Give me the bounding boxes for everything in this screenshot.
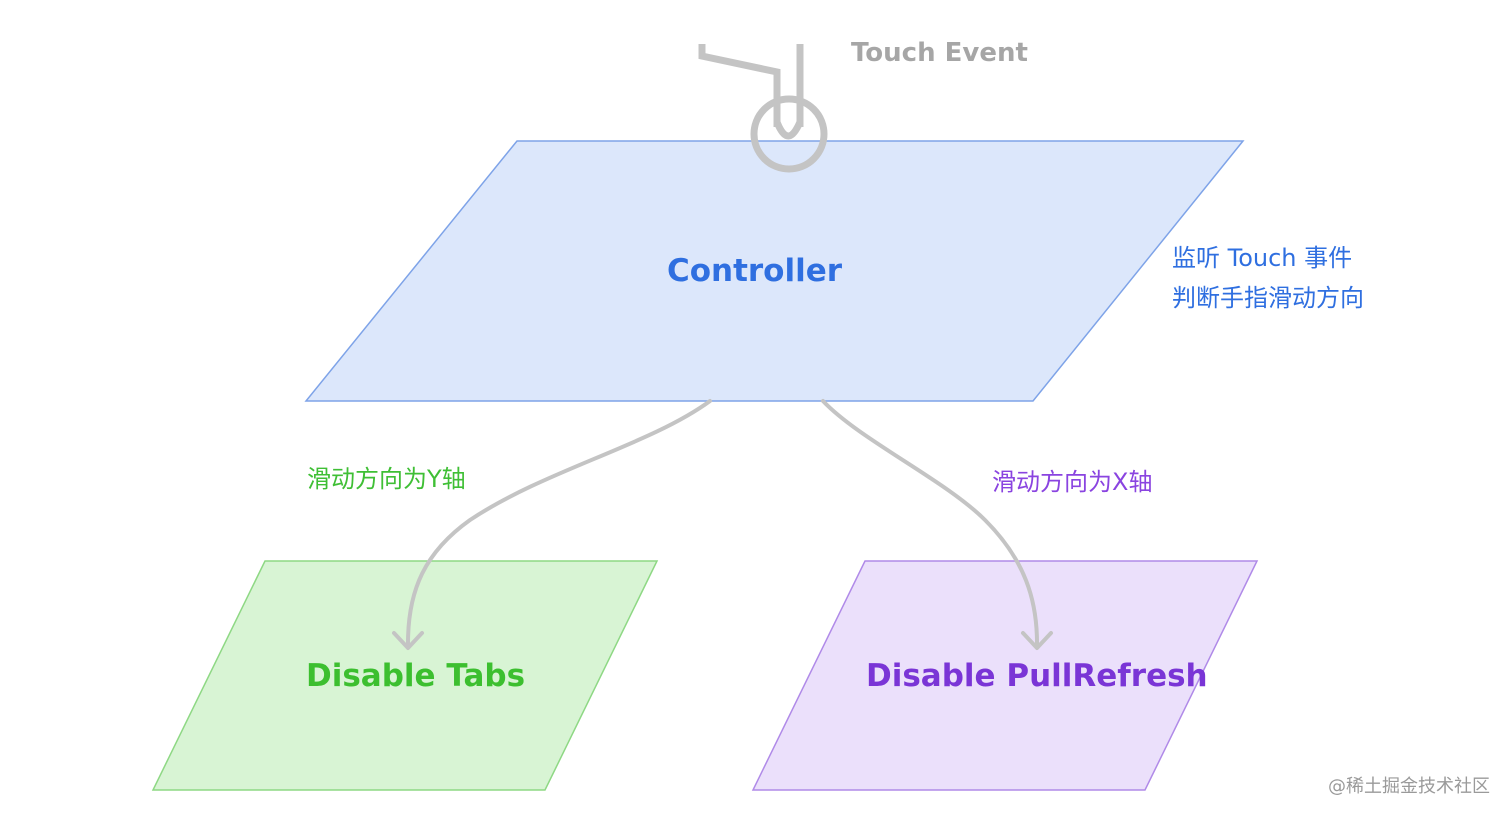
arrowhead-pull bbox=[1021, 631, 1053, 650]
controller-label-text: Controller bbox=[666, 253, 843, 289]
controller-note: 监听 Touch 事件 判断手指滑动方向 bbox=[1172, 238, 1364, 318]
controller-label: Controller bbox=[0, 256, 1512, 287]
controller-node bbox=[304, 140, 1245, 402]
arrowhead-tabs bbox=[392, 631, 424, 650]
touch-hand-icon bbox=[698, 44, 828, 173]
note-line-2: 判断手指滑动方向 bbox=[1172, 284, 1364, 312]
disable-pullrefresh-label: Disable PullRefresh bbox=[866, 658, 1208, 694]
touch-event-label: Touch Event bbox=[851, 38, 1028, 68]
x-axis-edge-label: 滑动方向为X轴 bbox=[992, 468, 1153, 496]
y-axis-edge-label: 滑动方向为Y轴 bbox=[307, 465, 466, 493]
edge-x-axis bbox=[821, 399, 1053, 650]
tabs-node bbox=[151, 560, 659, 791]
watermark: @稀土掘金技术社区 bbox=[1328, 776, 1490, 797]
pull-refresh-node bbox=[751, 560, 1259, 791]
note-line-1: 监听 Touch 事件 bbox=[1172, 244, 1353, 272]
disable-tabs-label: Disable Tabs bbox=[306, 658, 526, 694]
edge-y-axis bbox=[392, 399, 712, 650]
